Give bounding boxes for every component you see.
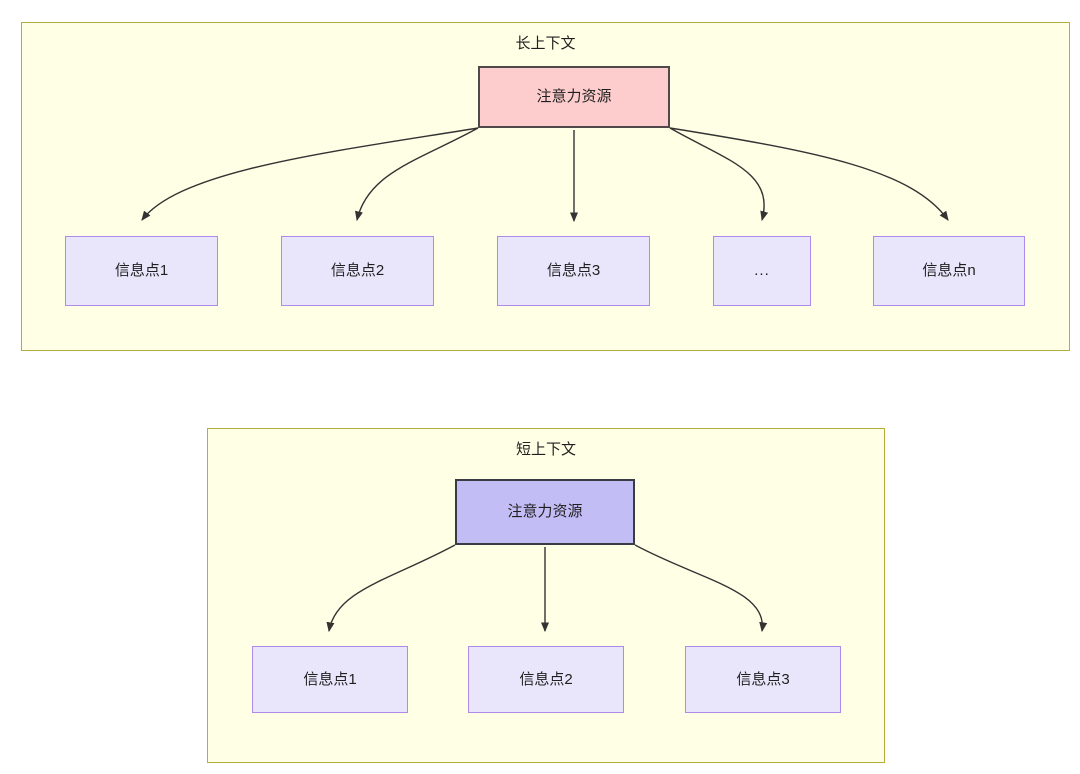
node-info-point-long-n[interactable]: 信息点n: [873, 236, 1025, 306]
node-label: 信息点1: [114, 262, 169, 279]
group-long-context-title: 长上下文: [515, 35, 576, 52]
node-label: 注意力资源: [507, 503, 583, 520]
group-short-context-title: 短上下文: [515, 441, 576, 458]
node-info-point-long-3[interactable]: 信息点3: [497, 236, 650, 306]
node-info-point-long-2[interactable]: 信息点2: [281, 236, 434, 306]
node-info-point-short-2[interactable]: 信息点2: [468, 646, 624, 713]
node-info-point-long-1[interactable]: 信息点1: [65, 236, 218, 306]
node-info-point-short-1[interactable]: 信息点1: [252, 646, 408, 713]
node-label: 信息点2: [330, 262, 385, 279]
node-label: 信息点3: [736, 670, 790, 688]
node-info-point-short-3[interactable]: 信息点3: [685, 646, 841, 713]
node-label: 信息点n: [922, 262, 976, 279]
node-label: 信息点1: [303, 670, 357, 688]
node-label: 信息点3: [546, 262, 601, 279]
node-info-point-long-ellipsis[interactable]: ...: [713, 236, 811, 306]
node-label: 注意力资源: [536, 88, 612, 105]
node-attention-resource-long[interactable]: 注意力资源: [478, 66, 670, 128]
node-label: 信息点2: [519, 670, 573, 688]
node-attention-resource-short[interactable]: 注意力资源: [455, 479, 635, 545]
node-label: ...: [754, 262, 770, 279]
